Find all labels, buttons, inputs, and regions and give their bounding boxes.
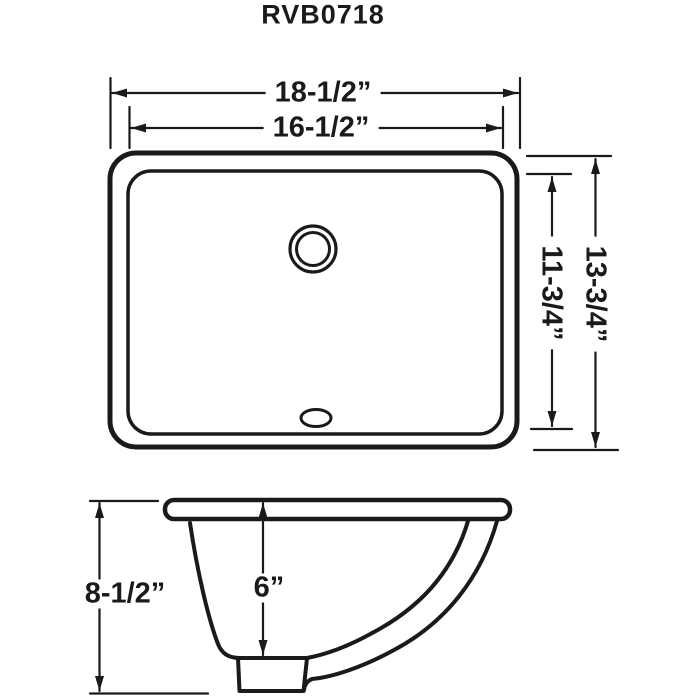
side-view <box>162 497 513 693</box>
arrowhead-up <box>258 503 268 518</box>
arrowhead-down <box>258 640 268 655</box>
arrowhead-up <box>591 159 600 174</box>
arrowhead-down <box>95 676 104 691</box>
drain-hole-inner-icon <box>295 231 331 267</box>
arrowhead-up <box>547 177 557 192</box>
top-view <box>107 150 520 450</box>
dim-outer-width-label: 18-1/2” <box>265 78 381 108</box>
drain-hole-icon <box>288 224 338 274</box>
arrowhead-left <box>131 123 146 133</box>
arrowhead-right <box>486 123 501 133</box>
dim-inner-depth-label: 11-3/4” <box>536 236 568 350</box>
bowl-left-wall <box>188 521 242 660</box>
arrowhead-left <box>112 88 127 98</box>
bowl-inner-curve <box>305 519 470 660</box>
dim-height-label: 8-1/2” <box>75 579 175 609</box>
sink-outer-rim <box>107 150 520 450</box>
dim-bowl-depth-label: 6” <box>247 573 291 603</box>
arrowhead-right <box>503 88 518 98</box>
dim-outer-depth-label: 13-3/4” <box>580 236 612 352</box>
arrowhead-up <box>95 503 104 518</box>
top-view-dimensions <box>109 76 620 452</box>
sink-rim-profile <box>162 497 513 522</box>
model-number: RVB0718 <box>257 1 389 29</box>
bowl-outer-curve <box>302 519 499 692</box>
arrowhead-down <box>547 411 557 426</box>
drain-stub <box>236 656 309 693</box>
dim-inner-width-label: 16-1/2” <box>263 113 379 143</box>
overflow-hole-icon <box>299 408 333 428</box>
arrowhead-down <box>591 432 600 447</box>
sink-inner-basin <box>126 169 504 436</box>
